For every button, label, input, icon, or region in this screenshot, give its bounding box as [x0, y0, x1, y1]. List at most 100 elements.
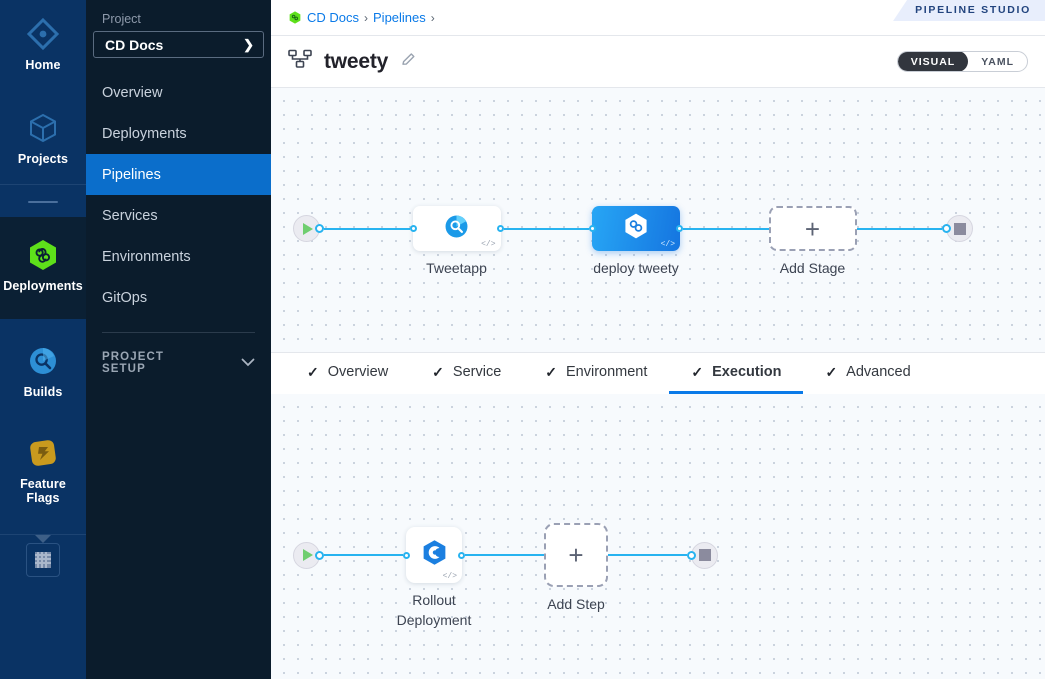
- rail-item-builds[interactable]: Builds: [0, 319, 86, 411]
- builds-circle-icon: [2, 341, 84, 381]
- rail-label-home: Home: [25, 58, 61, 72]
- rail-item-projects[interactable]: Projects: [0, 84, 86, 178]
- rail-item-feature-flags[interactable]: Feature Flags: [0, 411, 86, 517]
- sidebar-item-gitops[interactable]: GitOps: [86, 277, 271, 318]
- connector-port[interactable]: [589, 225, 596, 232]
- check-icon: ✓: [825, 363, 838, 380]
- connector-port[interactable]: [409, 225, 417, 232]
- stage-node-tweetapp[interactable]: </> Tweetapp: [412, 206, 501, 276]
- project-nav: Project CD Docs ❯ Overview Deployments P…: [86, 0, 271, 679]
- connector-port[interactable]: [496, 225, 504, 232]
- plus-icon: +: [804, 213, 821, 244]
- project-section-label: Project: [102, 12, 141, 26]
- pipeline-start-node[interactable]: [293, 215, 320, 242]
- sidebar-item-label: Environments: [102, 248, 191, 265]
- stage-node-label: Tweetapp: [426, 260, 487, 276]
- rail-item-home[interactable]: Home: [0, 0, 86, 84]
- tab-service[interactable]: ✓ Service: [410, 353, 523, 394]
- code-badge: </>: [481, 240, 496, 249]
- tab-advanced[interactable]: ✓ Advanced: [803, 353, 932, 394]
- add-stage-node[interactable]: + Add Stage: [768, 206, 857, 276]
- add-step-node[interactable]: + Add Step: [544, 523, 608, 612]
- module-rail: Home Projects: [0, 0, 86, 679]
- main-content: PIPELINE STUDIO CD Docs › Pipelines ›: [271, 0, 1045, 679]
- nav-divider: [102, 332, 255, 333]
- rail-item-deployments[interactable]: Deployments: [0, 217, 86, 319]
- project-setup-section[interactable]: PROJECT SETUP: [86, 333, 271, 375]
- sidebar-item-label: GitOps: [102, 289, 148, 306]
- page-header: tweety VISUAL YAML: [271, 36, 1045, 88]
- check-icon: ✓: [307, 363, 319, 380]
- rail-divider: [0, 184, 86, 185]
- connector-port[interactable]: [676, 225, 683, 232]
- connector-link: [465, 554, 544, 556]
- play-icon: [303, 222, 313, 235]
- connector-link: [856, 227, 942, 230]
- project-nav-list: Overview Deployments Pipelines Services …: [86, 72, 271, 318]
- sidebar-item-services[interactable]: Services: [86, 195, 271, 236]
- add-step-label: Add Step: [547, 596, 605, 612]
- step-node-label: Rollout Deployment: [396, 592, 472, 628]
- breadcrumb-link-pipelines[interactable]: Pipelines: [373, 10, 426, 25]
- connector-link: [608, 554, 687, 556]
- sidebar-item-overview[interactable]: Overview: [86, 72, 271, 113]
- stage-node-label: deploy tweety: [593, 260, 679, 276]
- tab-label: Overview: [327, 364, 389, 380]
- breadcrumb-link-project[interactable]: CD Docs: [307, 10, 360, 25]
- sidebar-item-deployments[interactable]: Deployments: [86, 113, 271, 154]
- sidebar-item-environments[interactable]: Environments: [86, 236, 271, 277]
- view-mode-toggle[interactable]: VISUAL YAML: [896, 51, 1028, 72]
- connector-link: [324, 227, 410, 230]
- rail-bottom-section: [0, 534, 86, 679]
- rail-label-projects: Projects: [17, 152, 69, 166]
- breadcrumb: CD Docs › Pipelines ›: [271, 0, 1045, 36]
- rail-dash: [28, 201, 58, 203]
- sidebar-item-pipelines[interactable]: Pipelines: [86, 154, 271, 195]
- rail-label-feature-flags: Feature Flags: [20, 477, 66, 505]
- grid-icon[interactable]: [26, 543, 60, 577]
- sidebar-item-label: Deployments: [102, 125, 187, 142]
- page-title: tweety: [324, 49, 389, 73]
- rail-label-deployments: Deployments: [3, 279, 83, 293]
- tab-execution[interactable]: ✓ Execution: [669, 353, 804, 394]
- connector-link: [324, 554, 403, 556]
- sidebar-item-label: Services: [102, 207, 158, 224]
- pipeline-hierarchy-icon: [288, 49, 312, 74]
- toggle-visual[interactable]: VISUAL: [897, 52, 969, 71]
- tab-environment[interactable]: ✓ Environment: [523, 353, 669, 394]
- toggle-yaml[interactable]: YAML: [981, 55, 1014, 68]
- tab-label: Environment: [566, 364, 648, 380]
- home-diamond-icon: [2, 14, 84, 54]
- stop-icon: [698, 549, 711, 561]
- step-node-rollout-deployment[interactable]: </> Rollout Deployment: [397, 527, 471, 628]
- rail-label-builds: Builds: [23, 385, 63, 399]
- connector-link: [503, 227, 589, 230]
- tab-label: Service: [452, 364, 502, 380]
- play-icon: [303, 549, 313, 561]
- add-stage-label: Add Stage: [779, 260, 846, 276]
- connector-port[interactable]: [687, 550, 696, 560]
- stage-canvas[interactable]: </> Tweetapp: [271, 88, 1045, 352]
- cube-icon: [2, 108, 84, 148]
- deployments-hex-icon: [621, 211, 651, 246]
- connector-port[interactable]: [403, 551, 410, 559]
- project-selector-value: CD Docs: [105, 36, 164, 53]
- tab-label: Advanced: [846, 364, 911, 380]
- connector-port[interactable]: [315, 224, 324, 233]
- project-selector[interactable]: CD Docs ❯: [93, 31, 264, 58]
- connector-port[interactable]: [458, 551, 465, 559]
- chevron-down-icon: [241, 354, 255, 372]
- stage-node-deploy-tweety[interactable]: </> deploy tweety: [592, 206, 680, 276]
- check-icon: ✓: [691, 363, 704, 380]
- sidebar-item-label: Overview: [102, 84, 163, 101]
- rail-collapse-caret-icon[interactable]: [0, 531, 86, 549]
- sidebar-item-label: Pipelines: [102, 166, 161, 183]
- rollout-icon: [420, 538, 449, 572]
- pencil-edit-icon[interactable]: [400, 51, 417, 73]
- connector-port[interactable]: [315, 550, 324, 560]
- project-setup-label: PROJECT SETUP: [102, 351, 165, 375]
- tab-overview[interactable]: ✓ Overview: [285, 353, 410, 394]
- connector-port[interactable]: [942, 224, 951, 233]
- step-canvas[interactable]: </> Rollout Deployment + Add Step: [271, 394, 1045, 679]
